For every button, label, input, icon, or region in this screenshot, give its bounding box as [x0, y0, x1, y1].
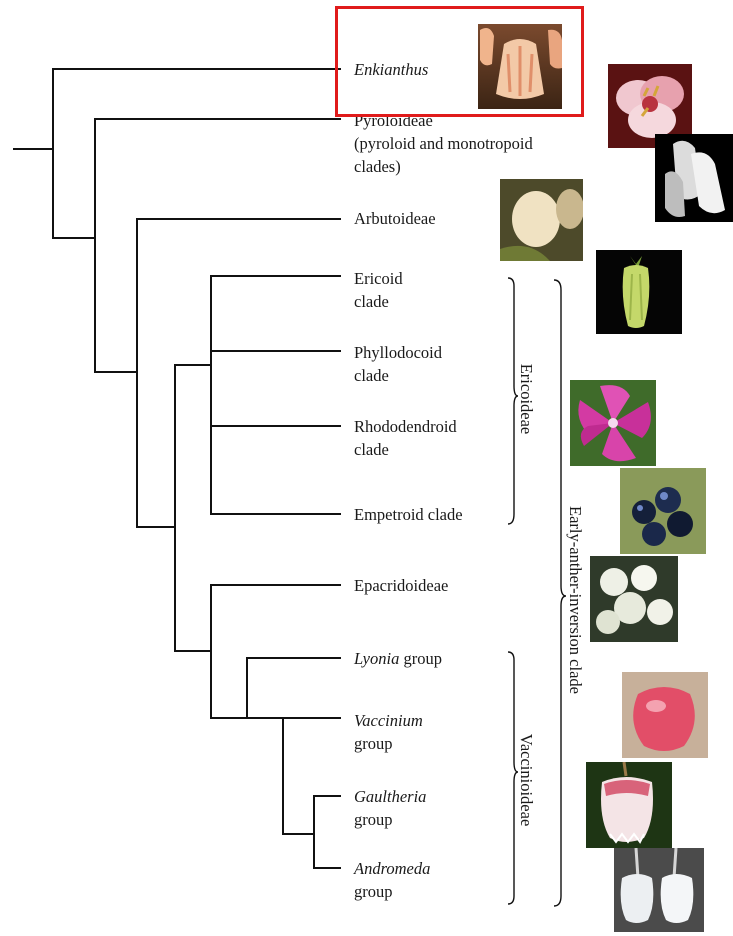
taxon-label-ericoid: Ericoid clade — [354, 267, 403, 313]
taxon-label-phyllodocoid: Phyllodocoid clade — [354, 341, 442, 387]
label-line: Phyllodocoid — [354, 341, 442, 364]
label-line: Ericoid — [354, 267, 403, 290]
empetrum-berry-photo — [620, 468, 706, 554]
group-label-vaccinioideae: Vaccinioideae — [516, 720, 536, 840]
arbutoid-flower-photo — [500, 179, 583, 261]
group-label-early-anther-inversion: Early-anther-inversion clade — [565, 500, 585, 700]
label-line: group — [354, 808, 426, 831]
andromeda-flower-photo — [614, 848, 704, 932]
monotropoid-flower-photo — [655, 134, 733, 222]
taxon-name: Vaccinium — [354, 709, 423, 732]
taxon-label-arbutoideae: Arbutoideae — [354, 207, 436, 230]
label-line: clade — [354, 438, 457, 461]
taxon-name: Andromeda — [354, 857, 430, 880]
taxon-label-epacridoideae: Epacridoideae — [354, 574, 448, 597]
taxon-label-rhododendroid: Rhododendroid clade — [354, 415, 457, 461]
taxon-label-gaultheria: Gaultheria group — [354, 785, 426, 831]
vaccinium-flower-photo — [586, 762, 672, 848]
rhododendron-flower-photo — [570, 380, 656, 466]
label-line: group — [354, 880, 430, 903]
label-line: Rhododendroid — [354, 415, 457, 438]
label-line: clade — [354, 290, 403, 313]
label-line: (pyroloid and monotropoid — [354, 132, 533, 155]
taxon-label-empetroid: Empetroid clade — [354, 503, 463, 526]
highlight-box-enkianthus — [335, 6, 584, 117]
epacrid-flower-photo — [590, 556, 678, 642]
taxon-label-andromeda: Andromeda group — [354, 857, 430, 903]
taxon-label-pyroloideae: Pyroloideae (pyroloid and monotropoid cl… — [354, 109, 533, 178]
label-line: clades) — [354, 155, 533, 178]
taxon-name: Gaultheria — [354, 785, 426, 808]
ericoid-flower-photo — [596, 250, 682, 334]
taxon-name: Lyonia — [354, 649, 399, 668]
taxon-suffix: group — [399, 649, 442, 668]
group-label-ericoideae: Ericoideae — [516, 349, 536, 449]
label-line: clade — [354, 364, 442, 387]
taxon-label-vaccinium: Vaccinium group — [354, 709, 423, 755]
taxon-label-lyonia: Lyonia group — [354, 647, 442, 670]
lyonia-flower-photo — [622, 672, 708, 758]
label-line: group — [354, 732, 423, 755]
